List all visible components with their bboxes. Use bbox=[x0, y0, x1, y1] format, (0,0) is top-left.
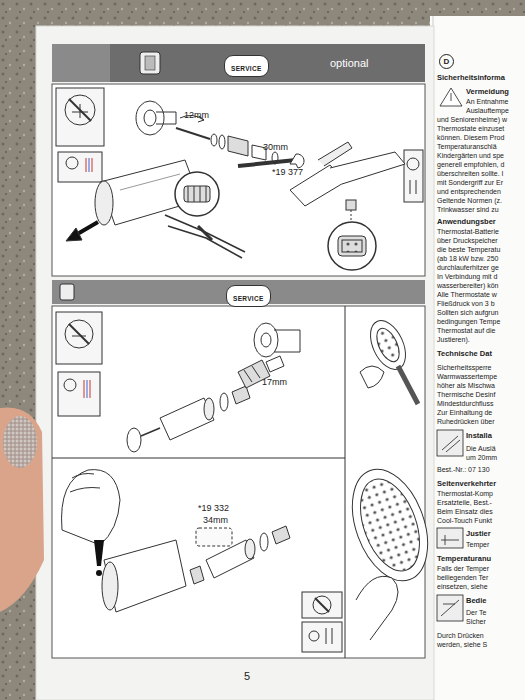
body-text: Fließdruck von 3 b bbox=[437, 300, 495, 308]
badge-text: SERVICE bbox=[231, 65, 262, 72]
body-text: Ruhedrücken über bbox=[437, 418, 495, 426]
body-text: Justieren). bbox=[437, 336, 470, 344]
body-text: Temperaturanschlä bbox=[437, 143, 497, 151]
body-text: Der Te bbox=[466, 609, 487, 617]
body-text: Falls der Temper bbox=[437, 565, 489, 573]
body-text: Thermostate einzuset bbox=[437, 125, 504, 133]
section-heading: Sicherheitsinforma bbox=[437, 74, 505, 82]
service-badge: SERVICE bbox=[224, 55, 269, 77]
body-text: Geltende Normen (z. bbox=[437, 197, 502, 205]
body-text: wasserbereiter) kön bbox=[437, 282, 498, 290]
body-text: die beste Temperatu bbox=[437, 246, 500, 254]
body-text: Mindestdurchfluss bbox=[437, 400, 493, 408]
body-text: In Verbindung mit d bbox=[437, 273, 497, 281]
body-text: höher als Mischwa bbox=[437, 382, 495, 390]
body-text: Zur Einhaltung de bbox=[437, 409, 492, 417]
language-marker: D bbox=[439, 54, 454, 69]
body-text: mit Sondergriff zur Er bbox=[437, 179, 503, 187]
body-text: (ab 18 kW bzw. 250 bbox=[437, 255, 498, 263]
body-text: Ersatzteile, Best.- bbox=[437, 499, 492, 507]
dimension: 17mm bbox=[262, 378, 287, 388]
body-text: durchlauferhitzer ge bbox=[437, 264, 499, 272]
body-text: überschreiten sollte. I bbox=[437, 170, 504, 178]
section-heading: Anwendungsber bbox=[437, 218, 496, 226]
body-text: Auslauftempe bbox=[466, 107, 509, 115]
body-text: Beim Einsatz dies bbox=[437, 508, 493, 516]
badge-text: SERVICE bbox=[233, 295, 264, 302]
body-text: Sicher bbox=[466, 618, 486, 626]
body-text: Thermostat-Batterie bbox=[437, 228, 499, 236]
body-text: Die Auslä bbox=[466, 445, 496, 453]
body-text: und Seniorenheime) w bbox=[437, 116, 507, 124]
body-text: Kindergärten und spe bbox=[437, 152, 504, 160]
section-heading: Bedie bbox=[466, 597, 486, 605]
body-text: um 20mm bbox=[466, 454, 497, 462]
body-text: Sicherheitssperre bbox=[437, 364, 491, 372]
body-text: einsetzen, siehe bbox=[437, 583, 488, 591]
header-bar: optionalSERVICE bbox=[52, 44, 425, 82]
body-text: werden, siehe S bbox=[437, 641, 487, 649]
dimension: 34mm bbox=[203, 516, 228, 526]
bar-title: optional bbox=[52, 44, 369, 82]
dimension: 12mm bbox=[184, 111, 209, 121]
section-heading: Temperaturanu bbox=[437, 555, 491, 563]
body-text: Durch Drücken bbox=[437, 632, 484, 640]
body-text: beiliegenden Ter bbox=[437, 574, 488, 582]
body-text: über Druckspeicher bbox=[437, 237, 498, 245]
body-text: Temper bbox=[466, 541, 489, 549]
body-text: können. Diesem Prod bbox=[437, 134, 504, 142]
section-heading: Vermeidung bbox=[466, 88, 509, 96]
body-text: Thermische Desinf bbox=[437, 391, 495, 399]
body-text: Thermostat-Komp bbox=[437, 490, 493, 498]
section-heading: Installa bbox=[466, 432, 492, 440]
dimension: 30mm bbox=[263, 143, 288, 153]
body-text: Thermostat auf die bbox=[437, 327, 495, 335]
body-text: An Entnahme bbox=[466, 98, 508, 106]
service-badge: SERVICE bbox=[226, 285, 271, 307]
body-text: generell empfohlen, d bbox=[437, 161, 504, 169]
body-text: Warmwassertempe bbox=[437, 373, 497, 381]
section-heading: Justier bbox=[466, 530, 491, 538]
body-text: Alle Thermostate w bbox=[437, 291, 497, 299]
body-text: bedingungen Tempe bbox=[437, 318, 500, 326]
body-text: Cool-Touch Funkt bbox=[437, 517, 492, 525]
body-text: Sollten sich aufgrun bbox=[437, 309, 498, 317]
body-text: und entsprechenden bbox=[437, 188, 501, 196]
body-text: Trinkwasser sind zu bbox=[437, 206, 499, 214]
part-number: *19 377 bbox=[272, 168, 303, 178]
part-number: *19 332 bbox=[198, 504, 229, 514]
page-number: 5 bbox=[244, 670, 250, 682]
section-heading: Seitenverkehrter bbox=[437, 480, 496, 488]
section-heading: Technische Dat bbox=[437, 350, 492, 358]
body-text: Best.-Nr.: 07 130 bbox=[437, 466, 490, 474]
